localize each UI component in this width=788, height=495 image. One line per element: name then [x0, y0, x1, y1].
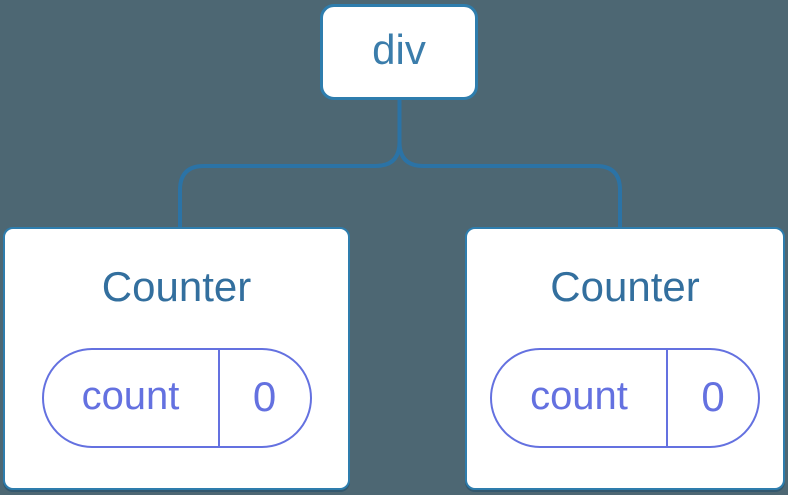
state-pill: count 0	[490, 348, 760, 448]
counter-card-right: Counter count 0	[465, 227, 785, 490]
root-node-label: div	[372, 26, 426, 73]
component-title: Counter	[550, 263, 700, 310]
state-name: count	[44, 350, 220, 446]
state-pill: count 0	[41, 348, 312, 448]
state-name: count	[492, 350, 668, 446]
state-value: 0	[701, 373, 725, 420]
connector-right-branch	[397, 98, 622, 229]
counter-card-left: Counter count 0	[3, 227, 350, 490]
component-title: Counter	[101, 263, 252, 310]
root-node-div: div	[320, 4, 478, 100]
connector-left-branch	[178, 98, 402, 229]
state-value: 0	[252, 373, 277, 420]
